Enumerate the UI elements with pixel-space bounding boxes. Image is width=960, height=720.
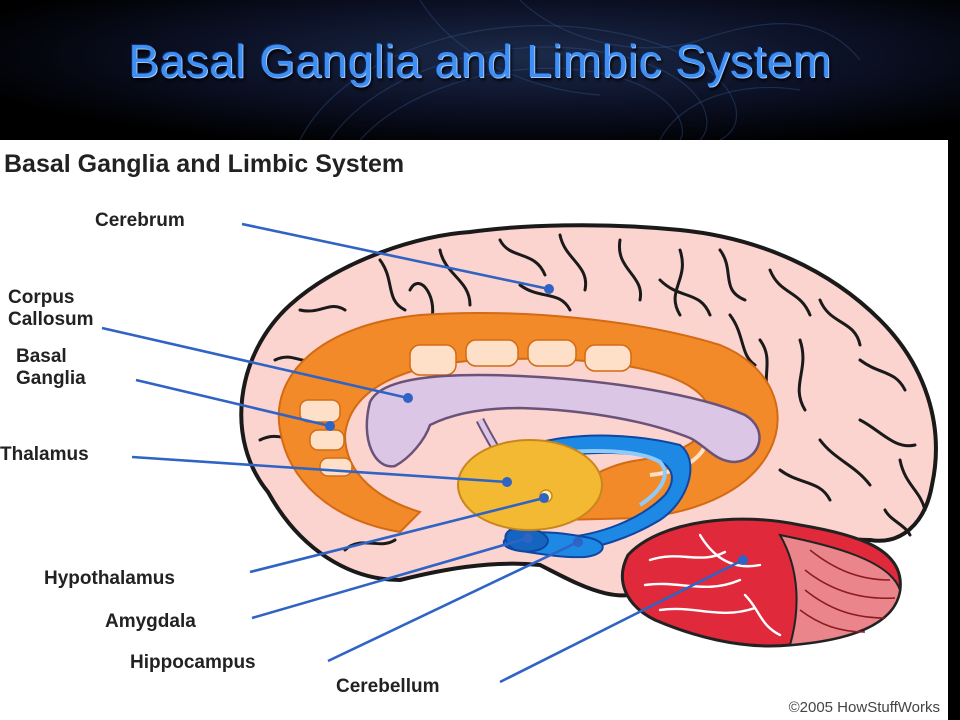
slide-title: Basal Ganglia and Limbic System <box>128 35 832 87</box>
label-cerebrum: Cerebrum <box>95 210 185 231</box>
cerebral-folds <box>258 233 927 552</box>
label-thalamus: Thalamus <box>0 444 89 465</box>
corpus-callosum <box>365 373 761 468</box>
thalamus <box>457 439 603 531</box>
brain-illustration: Basal Ganglia and Limbic System <box>0 150 940 716</box>
label-basal-ganglia-line2: Ganglia <box>16 368 86 389</box>
cerebellum <box>620 517 902 648</box>
label-basal-ganglia-line1: Basal <box>16 346 67 367</box>
label-corpus-callosum-line2: Callosum <box>8 309 94 330</box>
label-corpus-callosum-line1: Corpus <box>8 287 75 308</box>
label-hypothalamus: Hypothalamus <box>44 568 175 589</box>
label-amygdala: Amygdala <box>105 611 196 632</box>
brain-diagram: Basal Ganglia and Limbic System <box>0 140 948 720</box>
basal-ganglia <box>277 312 779 534</box>
background-swirl <box>299 0 861 140</box>
slide-header: Basal Ganglia and Limbic System <box>0 0 960 140</box>
copyright-notice: ©2005 HowStuffWorks <box>789 699 940 716</box>
label-hippocampus: Hippocampus <box>130 652 256 673</box>
label-cerebellum: Cerebellum <box>336 676 439 697</box>
leader-lines <box>101 222 748 684</box>
diagram-heading: Basal Ganglia and Limbic System <box>4 150 404 178</box>
